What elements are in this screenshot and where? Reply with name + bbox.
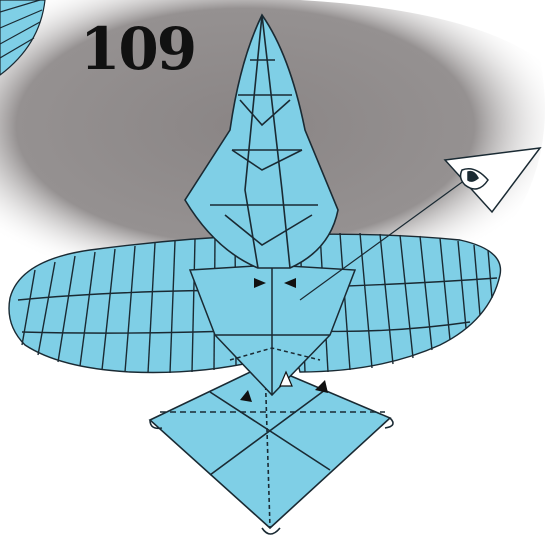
body (190, 265, 355, 395)
step-number: 109 (80, 20, 195, 78)
